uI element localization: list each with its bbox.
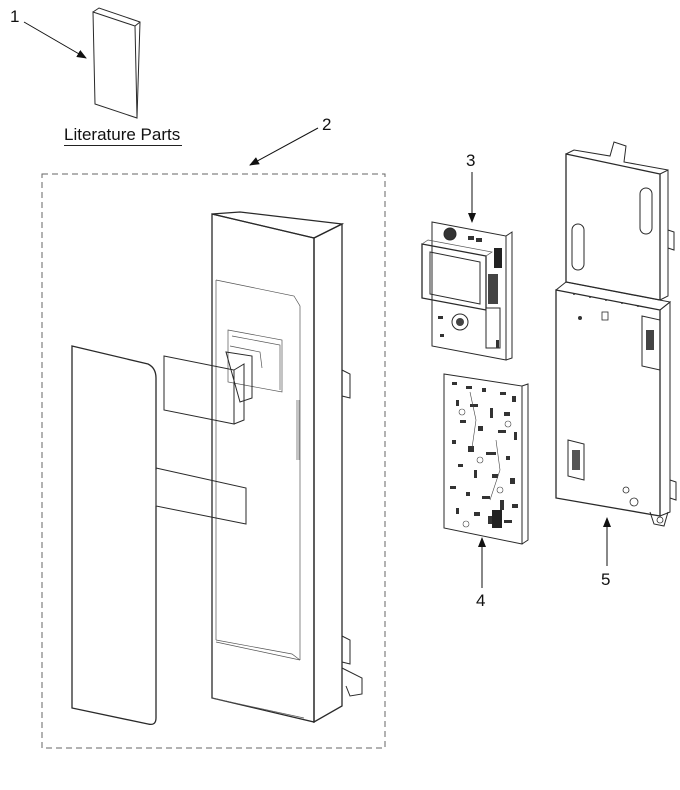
callout-1: 1: [10, 7, 20, 26]
leader-arrow-2: [249, 127, 319, 166]
literature-parts-label: Literature Parts: [64, 125, 181, 144]
literature-booklet: [92, 7, 141, 119]
mounting-bracket: [555, 141, 677, 527]
callout-3: 3: [466, 151, 476, 170]
display-board: [421, 221, 513, 361]
literature-parts-underline: [64, 145, 182, 146]
window-insert: [163, 345, 263, 425]
control-panel-frame: [211, 211, 363, 724]
callout-5: 5: [601, 570, 611, 589]
callout-4: 4: [476, 591, 486, 610]
leader-arrow-1: [23, 21, 87, 59]
overlay-panel: [71, 345, 247, 726]
main-control-board: [443, 373, 529, 545]
kit-boundary-dashed: [41, 173, 386, 749]
callout-2: 2: [322, 115, 332, 134]
